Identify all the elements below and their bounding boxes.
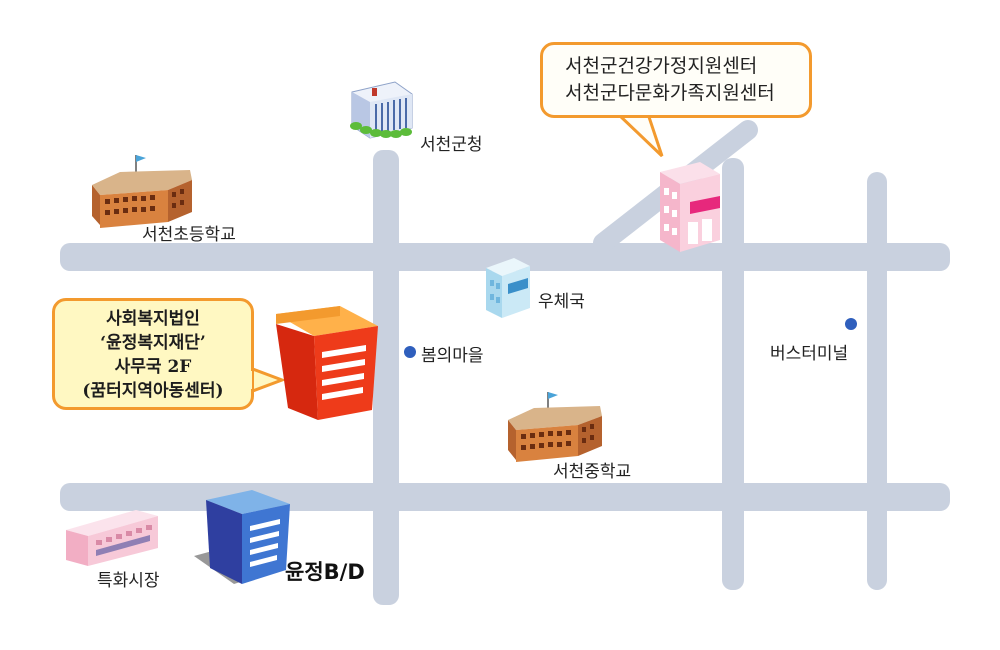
road-vertical-far-right <box>867 172 887 590</box>
family-center-line1: 서천군건강가정지원센터 <box>565 55 758 77</box>
family-center-callout: 서천군건강가정지원센터 서천군다문화가족지원센터 <box>540 42 812 118</box>
middle-school-building-icon <box>508 392 602 462</box>
county-office-building-icon <box>350 81 413 139</box>
bus-terminal-marker-dot <box>845 318 857 330</box>
office-line4: (꿈터지역아동센터) <box>82 381 224 401</box>
village-label: 봄의마을 <box>421 346 484 366</box>
elementary-school-label: 서천초등학교 <box>142 225 236 245</box>
road-vertical-center <box>373 150 399 605</box>
yunjeong-building-label: 윤정B/D <box>285 560 365 584</box>
bus-terminal-label: 버스터미널 <box>770 344 849 364</box>
middle-school-label: 서천중학교 <box>553 462 632 482</box>
pink-building-icon <box>660 162 720 252</box>
post-office-building-icon <box>486 258 530 318</box>
office-line1: 사회복지법인 <box>106 309 200 329</box>
post-office-label: 우체국 <box>538 292 585 312</box>
market-building-icon <box>66 510 158 566</box>
elementary-school-building-icon <box>92 155 192 228</box>
office-line3: 사무국 2F <box>114 357 192 377</box>
market-label: 특화시장 <box>97 571 160 591</box>
county-office-label: 서천군청 <box>420 135 483 155</box>
red-office-building-icon <box>276 306 378 420</box>
family-center-line2: 서천군다문화가족지원센터 <box>565 82 775 104</box>
office-callout: 사회복지법인 ‘윤정복지재단’ 사무국 2F (꿈터지역아동센터) <box>52 298 254 410</box>
office-line2: ‘윤정복지재단’ <box>100 333 206 353</box>
road-vertical-right <box>722 158 744 590</box>
blue-building-icon <box>194 490 290 584</box>
village-marker-dot <box>404 346 416 358</box>
